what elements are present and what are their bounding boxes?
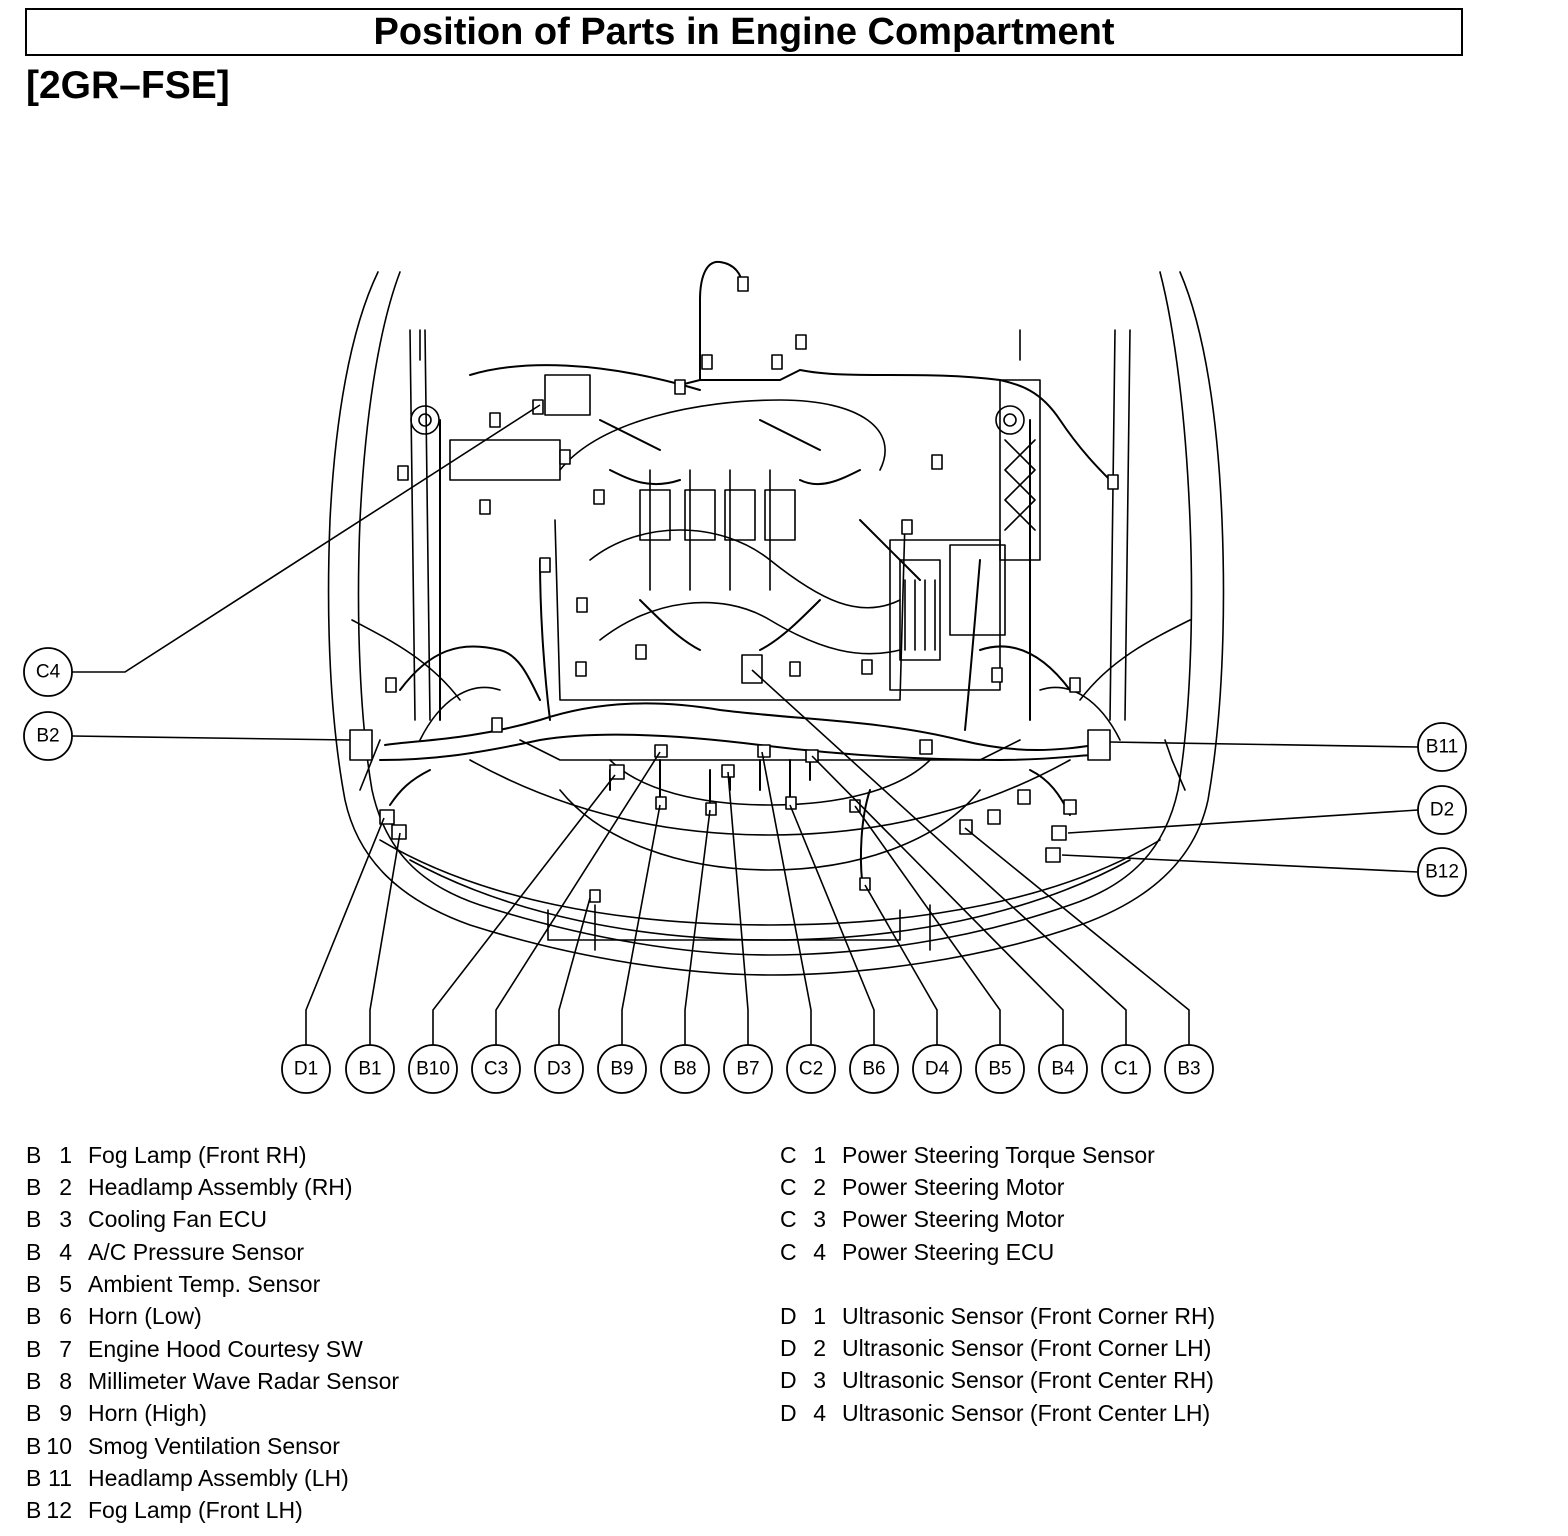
callout-label-d1: D1 — [294, 1059, 318, 1080]
callout-label-d4: D4 — [925, 1059, 950, 1080]
callout-b4 — [1038, 1044, 1088, 1094]
callout-label-d3: D3 — [547, 1059, 571, 1080]
callout-b9 — [597, 1044, 647, 1094]
callout-d2 — [1417, 785, 1467, 835]
callout-label-c3: C3 — [484, 1059, 508, 1080]
callout-label-b4: B4 — [1051, 1059, 1075, 1080]
leader-lines — [71, 404, 1419, 1045]
callout-label-b12: B12 — [1425, 862, 1459, 883]
callout-d4 — [912, 1044, 962, 1094]
fuse-relay-box — [889, 539, 1006, 691]
callout-b8 — [660, 1044, 710, 1094]
callout-b7 — [723, 1044, 773, 1094]
callout-bubbles — [23, 647, 1467, 1094]
callout-label-b2: B2 — [36, 726, 59, 747]
callout-b5 — [975, 1044, 1025, 1094]
callout-label-b9: B9 — [610, 1059, 633, 1080]
callout-b12 — [1417, 847, 1467, 897]
callout-b11 — [1417, 722, 1467, 772]
callout-b6 — [849, 1044, 899, 1094]
callout-b3 — [1164, 1044, 1214, 1094]
callout-c3 — [471, 1044, 521, 1094]
callout-label-b10: B10 — [416, 1059, 450, 1080]
callout-label-b3: B3 — [1177, 1059, 1200, 1080]
callout-d3 — [534, 1044, 584, 1094]
callout-c2 — [786, 1044, 836, 1094]
callout-label-b1: B1 — [358, 1059, 381, 1080]
engine-block — [554, 399, 906, 701]
callout-label-b8: B8 — [673, 1059, 696, 1080]
callout-label-c4: C4 — [36, 662, 61, 683]
fender-structures — [409, 329, 1131, 721]
vehicle-body-outline — [327, 271, 1225, 976]
callout-label-c1: C1 — [1114, 1059, 1138, 1080]
callout-c4 — [23, 647, 73, 697]
air-cleaner-box — [449, 374, 591, 481]
engine-code: [2GR–FSE] — [26, 64, 230, 107]
callout-label-b7: B7 — [736, 1059, 759, 1080]
callout-label-b11: B11 — [1426, 737, 1458, 758]
callout-b10 — [408, 1044, 458, 1094]
callout-label-b6: B6 — [862, 1059, 885, 1080]
connectors — [349, 276, 1119, 903]
callout-label-b5: B5 — [988, 1059, 1011, 1080]
callout-c1 — [1101, 1044, 1151, 1094]
callout-d1 — [281, 1044, 331, 1094]
callout-label-c2: C2 — [799, 1059, 823, 1080]
callout-b1 — [345, 1044, 395, 1094]
callout-b2 — [23, 711, 73, 761]
page-title: Position of Parts in Engine Compartment — [25, 8, 1463, 56]
callout-label-d2: D2 — [1430, 800, 1454, 821]
